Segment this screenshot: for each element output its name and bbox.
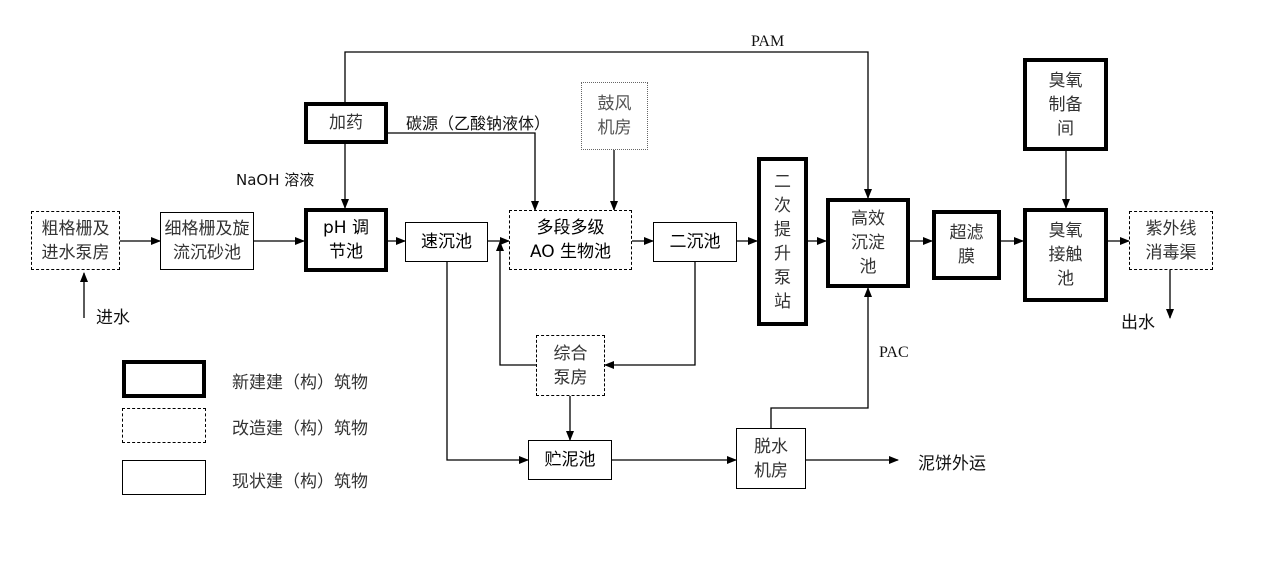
legend-new-label: 新建建（构）筑物	[232, 373, 368, 393]
legend-modified-label: 改造建（构）筑物	[232, 419, 368, 439]
pac-label: PAC	[879, 344, 909, 361]
coarse-screen-box: 粗格栅及 进水泵房	[31, 211, 120, 270]
fine-screen-label: 细格栅及旋 流沉砂池	[164, 219, 250, 263]
pump-room-box: 综合 泵房	[536, 335, 605, 396]
ao-tank-label: 多段多级 AO 生物池	[529, 218, 612, 262]
naoh-label: NaOH 溶液	[236, 171, 315, 189]
dewater-label: 脱水 机房	[754, 436, 788, 481]
outlet-label: 出水	[1121, 313, 1155, 333]
fast-settle-box: 速沉池	[405, 222, 488, 262]
carbon-line	[388, 132, 539, 211]
fine-screen-box: 细格栅及旋 流沉砂池	[160, 212, 254, 270]
pam-line	[344, 51, 872, 199]
fast-settle-label: 速沉池	[421, 232, 472, 252]
sludge-tank-label: 贮泥池	[544, 450, 596, 470]
lift-pump-box: 二 次 提 升 泵 站	[757, 157, 808, 326]
secondary-settle-label: 二沉池	[669, 232, 721, 252]
legend-new-swatch	[122, 360, 206, 398]
pam-label: PAM	[751, 33, 785, 50]
dewater-box: 脱水 机房	[736, 428, 806, 489]
hi-eff-settle-box: 高效 沉淀 池	[826, 198, 910, 288]
ozone-contact-box: 臭氧 接触 池	[1023, 208, 1108, 302]
blower-label: 鼓风 机房	[597, 94, 632, 138]
lift-pump-label: 二 次 提 升 泵 站	[774, 171, 791, 312]
ozone-contact-label: 臭氧 接触 池	[1048, 221, 1083, 289]
legend-existing-swatch	[122, 460, 206, 495]
coarse-screen-label: 粗格栅及 进水泵房	[41, 218, 110, 263]
secondary-settle-box: 二沉池	[653, 222, 737, 262]
uv-channel-box: 紫外线 消毒渠	[1129, 211, 1213, 270]
pac-line	[770, 287, 872, 428]
uv-channel-label: 紫外线 消毒渠	[1145, 218, 1197, 263]
ph-tank-label: pH 调 节池	[323, 218, 369, 262]
legend-existing-label: 现状建（构）筑物	[232, 472, 368, 492]
ultrafilter-label: 超滤 膜	[949, 223, 984, 267]
blower-box: 鼓风 机房	[581, 82, 648, 150]
ozone-prep-box: 臭氧 制备 间	[1023, 58, 1108, 151]
ozone-prep-label: 臭氧 制备 间	[1048, 70, 1083, 139]
ultrafilter-box: 超滤 膜	[932, 210, 1001, 280]
sludge-tank-box: 贮泥池	[528, 440, 612, 480]
legend-modified-swatch	[122, 408, 206, 443]
ph-tank-box: pH 调 节池	[304, 208, 388, 272]
ao-tank-box: 多段多级 AO 生物池	[509, 210, 632, 270]
hi-eff-settle-label: 高效 沉淀 池	[851, 209, 885, 277]
dosing-label: 加药	[329, 113, 363, 133]
carbon-label: 碳源（乙酸钠液体）	[406, 114, 551, 133]
cake-label: 泥饼外运	[918, 454, 986, 474]
pump-room-label: 综合 泵房	[553, 343, 588, 388]
inlet-label: 进水	[96, 308, 130, 328]
dosing-box: 加药	[304, 102, 388, 144]
